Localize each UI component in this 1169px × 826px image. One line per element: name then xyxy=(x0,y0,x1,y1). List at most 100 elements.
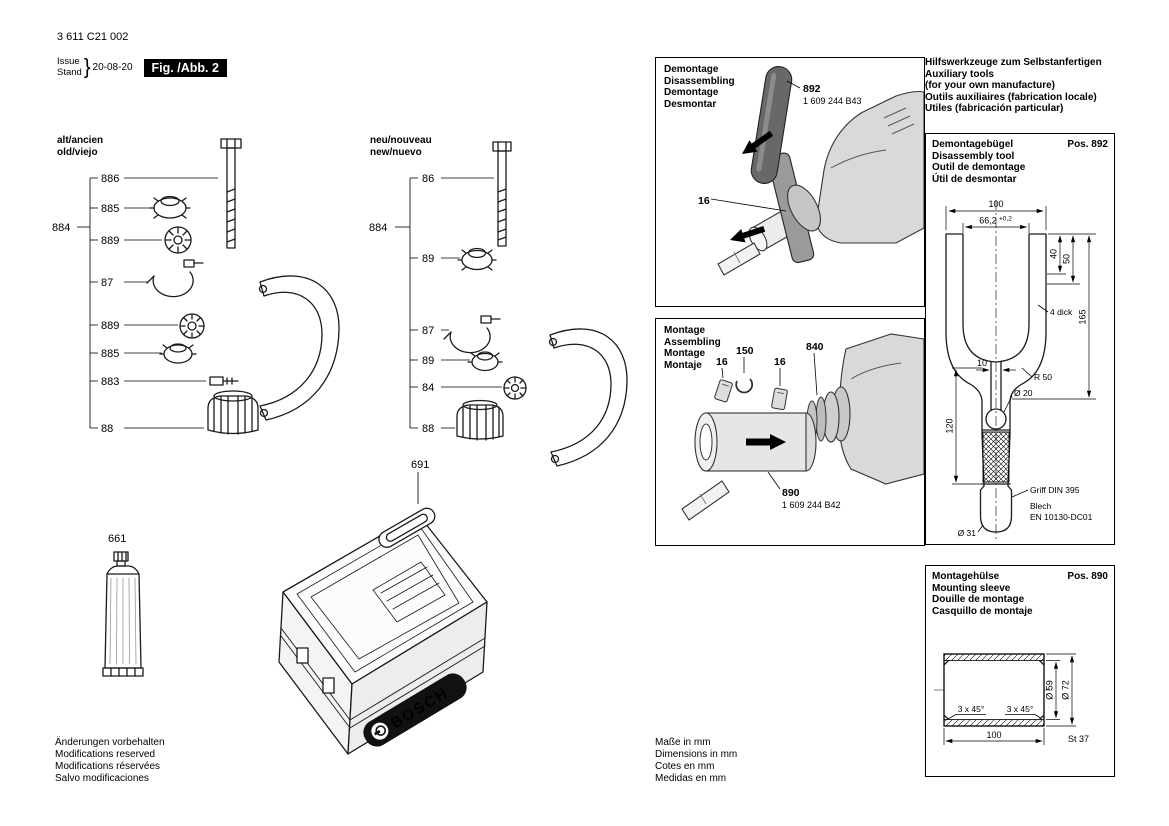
part-number: 3 611 C21 002 xyxy=(57,31,129,43)
modifications-note: Änderungen vorbehalten Modifications res… xyxy=(55,737,165,785)
svg-text:+0,2: +0,2 xyxy=(999,216,1012,223)
svg-text:1 609 244 B42: 1 609 244 B42 xyxy=(782,500,841,510)
aux-tools-line: (for your own manufacture) xyxy=(925,80,1056,91)
star-knob-part xyxy=(503,376,527,400)
dim-50: 50 xyxy=(1047,235,1080,285)
new-variant-line1: neu/nouveau xyxy=(370,135,432,146)
issue-date: 20-08-20 xyxy=(92,62,133,73)
dim-40: 40 xyxy=(1047,233,1096,275)
small-clip-part xyxy=(714,379,733,403)
direction-arrow xyxy=(742,130,774,154)
knurled-nut-part xyxy=(467,351,503,372)
part-ref-row: 87 xyxy=(90,277,148,289)
machine-body xyxy=(815,90,924,244)
units-note-line: Cotes en mm xyxy=(655,761,715,772)
bracket-title-line: Demontagebügel xyxy=(932,139,1014,150)
chamfer-note-left: 3 x 45° xyxy=(947,704,986,720)
part-ref-row: 89 xyxy=(410,355,470,367)
star-knob-part xyxy=(179,313,205,339)
knurled-nut-part xyxy=(457,247,497,271)
dim-120: 120 xyxy=(945,367,982,485)
thickness-note: 4 dick xyxy=(1037,304,1073,317)
bracket-title-line: Disassembly tool xyxy=(932,150,1015,162)
dim-100: 100 xyxy=(943,728,1045,745)
svg-text:50: 50 xyxy=(1062,254,1072,264)
svg-text:884: 884 xyxy=(52,222,70,234)
svg-text:892: 892 xyxy=(803,83,821,95)
grip-note: Griff DIN 395 xyxy=(1011,485,1080,498)
old-group-ref: 884 xyxy=(52,222,90,234)
sleeve-material: St 37 xyxy=(1068,734,1089,744)
dia20-note: Ø 20 xyxy=(1003,388,1033,413)
case-latch xyxy=(322,677,335,694)
bracket-grip xyxy=(981,429,1011,485)
old-variant-line1: alt/ancien xyxy=(57,135,104,146)
assembly-title-line: Assembling xyxy=(664,336,721,348)
part-ref-row: 87 xyxy=(410,325,449,337)
aux-tools-line: Hilfswerkzeuge zum Selbstanfertigen xyxy=(925,57,1102,68)
svg-text:884: 884 xyxy=(369,222,387,234)
new-assembly-drawing: 884 86 89 87 89 84 88 xyxy=(369,141,628,467)
bracket-slot xyxy=(985,361,1007,430)
svg-text:Ø 31: Ø 31 xyxy=(958,528,977,538)
dim-d72: Ø 72 xyxy=(1046,653,1076,727)
part-ref-row: 88 xyxy=(90,423,204,435)
sleeve-panel: Montagehülse Mounting sleeve Douille de … xyxy=(925,565,1115,777)
old-parts-art xyxy=(146,138,340,435)
part-ref-row: 885 xyxy=(90,348,162,360)
modifications-note-line: Änderungen vorbehalten xyxy=(55,737,165,748)
disassembly-titles: Demontage Disassembling Demontage Desmon… xyxy=(664,64,735,110)
part-ref-row: 88 xyxy=(410,423,455,435)
old-assembly-drawing: 884 886 885 889 87 889 885 883 88 xyxy=(52,138,340,435)
svg-text:120: 120 xyxy=(945,418,955,433)
sleeve-art: 3 x 45° 3 x 45° Ø 59 Ø 72 xyxy=(934,653,1089,745)
svg-text:1 609 244 B43: 1 609 244 B43 xyxy=(803,96,862,106)
svg-text:150: 150 xyxy=(736,345,754,357)
ref-16-label: 16 xyxy=(698,195,787,212)
ref-labels: 16 150 16 840 890 1 609 244 B42 xyxy=(716,341,841,510)
cap-knob-part xyxy=(207,390,259,435)
svg-text:885: 885 xyxy=(101,203,119,215)
bolt-part xyxy=(220,138,242,249)
clamp-band-part xyxy=(443,315,501,354)
svg-text:840: 840 xyxy=(806,341,824,353)
chisel-bit xyxy=(717,242,761,276)
radius-note: R 50 xyxy=(1021,367,1052,382)
tube-art xyxy=(102,551,144,677)
collar-ring xyxy=(787,184,821,232)
svg-text:4 dick: 4 dick xyxy=(1050,307,1073,317)
ring-150-part xyxy=(735,378,754,394)
clamp-band-part xyxy=(146,259,204,298)
ref-892-label: 892 1 609 244 B43 xyxy=(786,80,862,106)
svg-text:89: 89 xyxy=(422,253,434,265)
dim-100: 100 xyxy=(945,199,1047,230)
dim-165: 165 xyxy=(1012,235,1096,400)
disassembly-art: 892 1 609 244 B43 16 xyxy=(698,66,924,276)
tube-drawing: 661 xyxy=(102,533,144,677)
old-variant-line2: old/viejo xyxy=(57,146,98,158)
screw-part xyxy=(209,376,239,386)
direction-arrow xyxy=(730,226,766,243)
knurled-nut-part xyxy=(159,343,197,364)
svg-text:Griff DIN 395: Griff DIN 395 xyxy=(1030,485,1080,495)
svg-text:40: 40 xyxy=(1049,249,1059,259)
svg-text:890: 890 xyxy=(782,487,800,499)
doc-header: 3 611 C21 002 Issue Stand } 20-08-20 Fig… xyxy=(57,31,227,79)
case-ref-label: 691 xyxy=(411,459,429,471)
part-ref-row: 89 xyxy=(410,253,460,265)
old-variant-label: alt/ancien old/viejo xyxy=(57,135,103,158)
case-handle xyxy=(378,507,436,548)
machine-body xyxy=(838,333,924,485)
small-clip-part xyxy=(771,387,788,411)
svg-text:86: 86 xyxy=(422,173,434,185)
new-variant-line2: new/nuevo xyxy=(370,146,422,158)
svg-text:889: 889 xyxy=(101,235,119,247)
star-knob-part xyxy=(164,226,192,254)
assembly-panel: 16 150 16 840 890 1 609 244 B42 Montage … xyxy=(655,318,925,546)
disassembly-panel: 892 1 609 244 B43 16 Demontage Disassemb… xyxy=(655,57,925,307)
svg-text:883: 883 xyxy=(101,376,119,388)
svg-text:87: 87 xyxy=(101,277,113,289)
dim-66: 66,2 +0,2 xyxy=(962,216,1030,233)
svg-text:Ø 59: Ø 59 xyxy=(1045,680,1055,700)
part-ref-row: 84 xyxy=(410,382,502,394)
